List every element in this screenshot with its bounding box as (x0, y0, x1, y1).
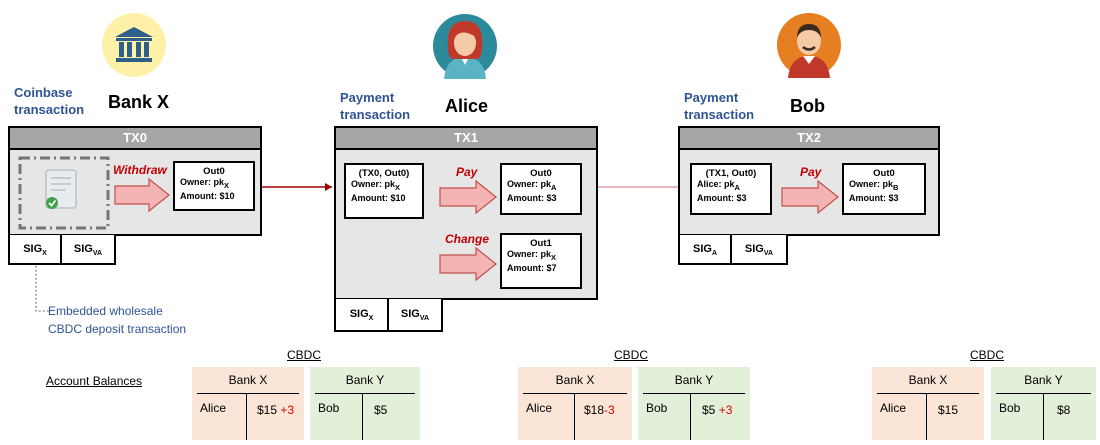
tx1-input-title: (TX0, Out0) (358, 168, 410, 179)
tx1-pay-label: Pay (456, 165, 478, 179)
account-balances-label: Account Balances (46, 374, 143, 388)
withdraw-arrow (114, 178, 170, 212)
ledger2-alice-balance: $18-3 (584, 403, 615, 417)
tx0-out0-owner: Owner: pkX (180, 177, 230, 190)
tx2-input-owner: Alice: pkA (697, 179, 740, 192)
ledger2-bank-y-title: Bank Y (674, 373, 714, 387)
tx1-out0-box: Out0 Owner: pkA Amount: $3 (500, 163, 582, 215)
ledger1-bank-y: Bank Y Bob $5 (310, 367, 420, 440)
tx0-sig-va: SIGVA (62, 235, 116, 265)
ledger2-bob-balance: $5 +3 (702, 403, 733, 417)
ledger3-alice-balance: $15 (938, 403, 959, 417)
tx1-sig-va: SIGVA (389, 299, 443, 332)
alice-name: Alice (445, 96, 489, 116)
tx1-out1-title: Out1 (530, 238, 552, 249)
bank-x-name: Bank X (108, 92, 170, 112)
ledger1-alice-name: Alice (200, 401, 227, 415)
bank-icon (102, 13, 166, 77)
tx2-title: TX2 (680, 128, 938, 150)
tx2-input-title: (TX1, Out0) (705, 168, 757, 179)
tx1-out1-amount: Amount: $7 (507, 262, 557, 273)
tx1-out1-owner: Owner: pkX (507, 249, 557, 262)
ledger2-bank-x: Bank X Alice $18-3 (518, 367, 632, 440)
ledger3-bank-y: Bank Y Bob $8 (991, 367, 1096, 440)
ledger2-bob-name: Bob (646, 401, 668, 415)
tx0-to-tx1-arrowhead (325, 183, 332, 191)
tx2-out0-title: Out0 (873, 168, 895, 179)
tx0-sig-x: SIGX (8, 235, 62, 265)
cbdc-label-2: CBDC (614, 348, 649, 362)
tx1-out0-amount: Amount: $3 (507, 192, 557, 203)
embedded-deposit-icon (18, 156, 110, 230)
ledger3-bob-name: Bob (999, 401, 1021, 415)
tx2-out0-amount: Amount: $3 (849, 192, 899, 203)
ledger1-alice-balance: $15 +3 (257, 403, 295, 417)
ledger3-bank-y-title: Bank Y (1024, 373, 1063, 387)
tx1-input-owner: Owner: pkX (351, 179, 401, 192)
ledger3-bob-balance: $8 (1057, 403, 1071, 417)
tx2-pay-label: Pay (800, 165, 822, 179)
tx1-sig-x: SIGX (334, 299, 389, 332)
ledger2-bank-x-title: Bank X (555, 373, 595, 387)
ledger1-bank-y-title: Bank Y (345, 373, 385, 387)
ledger1-bob-name: Bob (318, 401, 340, 415)
bob-name: Bob (790, 96, 825, 116)
ledger1-bank-x-title: Bank X (228, 373, 268, 387)
ledger1-bob-balance: $5 (374, 403, 388, 417)
tx2-input-amount: Amount: $3 (697, 192, 747, 203)
tx1-out1-box: Out1 Owner: pkX Amount: $7 (500, 233, 582, 289)
tx1-out0-owner: Owner: pkA (507, 179, 557, 192)
cbdc-label-1: CBDC (287, 348, 322, 362)
tx0-title: TX0 (10, 128, 260, 150)
tx0-out0-amount: Amount: $10 (180, 190, 235, 201)
tx1-input-amount: Amount: $10 (351, 192, 406, 203)
withdraw-label: Withdraw (113, 163, 167, 177)
tx1-change-arrow (439, 247, 497, 281)
ledger2-bank-y: Bank Y Bob $5 +3 (638, 367, 750, 440)
tx1-input-box: (TX0, Out0) Owner: pkX Amount: $10 (344, 163, 424, 219)
tx0-out0-title: Out0 (203, 166, 225, 177)
ledger3-bank-x-title: Bank X (908, 373, 948, 387)
tx2-input-box: (TX1, Out0) Alice: pkA Amount: $3 (690, 163, 772, 215)
ledger2-alice-name: Alice (526, 401, 553, 415)
ledger3-alice-name: Alice (880, 401, 907, 415)
bob-avatar-icon (777, 13, 841, 78)
ledger3-bank-x: Bank X Alice $15 (872, 367, 984, 440)
tx1-pay-arrow (439, 180, 497, 214)
cbdc-label-3: CBDC (970, 348, 1005, 362)
tx2-sig-a: SIGA (678, 235, 732, 265)
tx1-out0-title: Out0 (530, 168, 552, 179)
tx0-out0-box: Out0 Owner: pkX Amount: $10 (173, 161, 255, 211)
alice-avatar-icon (433, 14, 497, 79)
tx2-pay-arrow (781, 180, 839, 214)
tx2-out0-owner: Owner: pkB (849, 179, 899, 192)
ledger1-bank-x: Bank X Alice $15 +3 (192, 367, 304, 440)
tx1-change-label: Change (445, 232, 490, 246)
tx2-out0-box: Out0 Owner: pkB Amount: $3 (842, 163, 926, 215)
tx1-title: TX1 (336, 128, 596, 150)
tx2-sig-va: SIGVA (732, 235, 788, 265)
